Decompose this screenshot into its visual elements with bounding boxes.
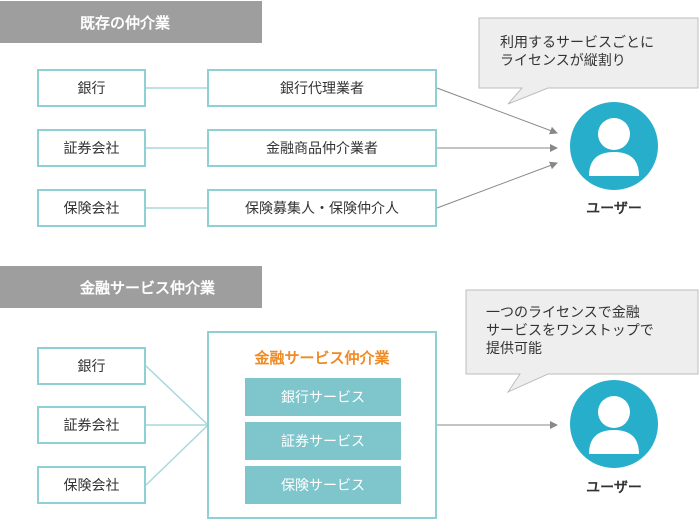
bubble-text-existing: 利用するサービスごとに ライセンスが縦割り (500, 34, 654, 70)
section-title-fsi: 金融サービス仲介業 (0, 266, 262, 308)
intermediary-securities-broker: 金融商品仲介業者 (207, 129, 437, 167)
bubble-line: 一つのライセンスで金融 (486, 305, 640, 321)
user-icon (570, 380, 658, 468)
panel-title: 金融サービス仲介業 (254, 349, 390, 367)
speech-bubble (478, 17, 699, 105)
user-icon (570, 102, 658, 190)
intermediary-bank-agent: 銀行代理業者 (207, 69, 437, 107)
provider-bank: 銀行 (37, 69, 146, 107)
provider-securities: 証券会社 (37, 406, 146, 444)
section-title-existing: 既存の仲介業 (0, 1, 262, 43)
service-bank: 銀行サービス (245, 378, 401, 416)
bubble-text-fsi: 一つのライセンスで金融 サービスをワンストップで 提供可能 (486, 304, 654, 358)
bubble-line: 利用するサービスごとに (500, 35, 654, 51)
fsi-panel: 金融サービス仲介業 銀行サービス 証券サービス 保険サービス (207, 331, 437, 519)
arrow-to-user (436, 87, 558, 135)
provider-insurance: 保険会社 (37, 189, 146, 227)
service-insurance: 保険サービス (245, 466, 401, 504)
user-label: ユーザー (586, 201, 642, 217)
bubble-line: サービスをワンストップで (486, 323, 654, 339)
service-securities: 証券サービス (245, 422, 401, 460)
arrow-to-user (436, 161, 558, 209)
user-label: ユーザー (586, 480, 642, 496)
provider-insurance: 保険会社 (37, 466, 146, 504)
bubble-line: 提供可能 (486, 341, 542, 357)
intermediary-insurance-agent: 保険募集人・保険仲介人 (207, 189, 437, 227)
provider-bank: 銀行 (37, 347, 146, 385)
connector-line (145, 425, 208, 486)
connector-line (145, 365, 208, 425)
speech-bubble (465, 289, 699, 394)
bubble-line: ライセンスが縦割り (500, 53, 626, 69)
provider-securities: 証券会社 (37, 129, 146, 167)
